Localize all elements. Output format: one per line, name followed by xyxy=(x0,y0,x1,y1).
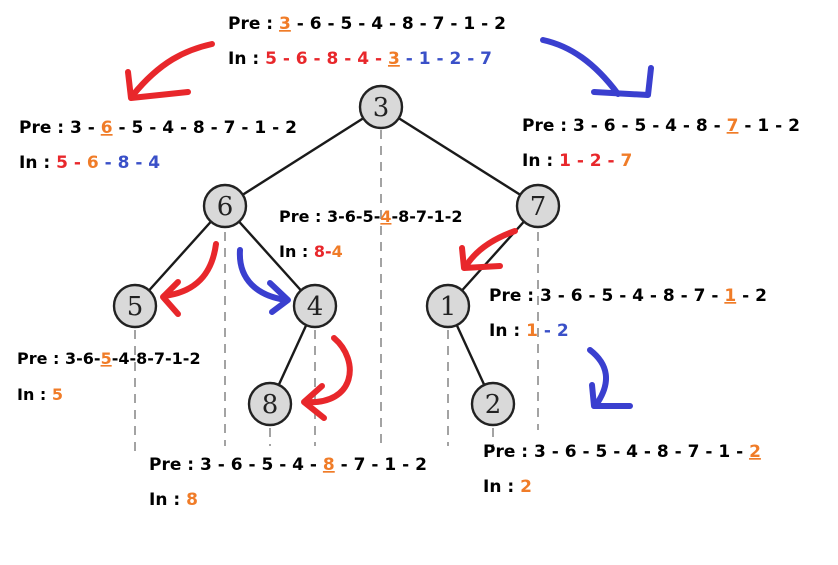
node-7-inorder-label: In : 1 - 2 - 7 xyxy=(522,151,632,171)
tree-node-2: 2 xyxy=(470,381,516,427)
tree-node-6: 6 xyxy=(202,183,248,229)
annotation-node-5: Pre : 3-6-5-4-8-7-1-2 In : 5 xyxy=(17,349,201,404)
svg-text:5: 5 xyxy=(127,292,144,322)
blue-arrow-to-right-subtree-icon xyxy=(540,37,654,98)
node-4-inorder-label: In : 8-4 xyxy=(279,242,343,261)
annotation-node-8: Pre : 3 - 6 - 5 - 4 - 8 - 7 - 1 - 2 In :… xyxy=(149,455,427,510)
node-4-preorder-label: Pre : 3-6-5-4-8-7-1-2 xyxy=(279,207,463,226)
red-arrow-to-left-subtree-icon xyxy=(125,41,215,101)
annotation-node-2: Pre : 3 - 6 - 5 - 4 - 8 - 7 - 1 - 2 In :… xyxy=(483,442,761,497)
tree-node-5: 5 xyxy=(112,283,158,329)
svg-text:6: 6 xyxy=(217,192,234,222)
edge-3-6 xyxy=(224,105,382,208)
tree-node-3: 3 xyxy=(358,84,404,130)
node-7-preorder-label: Pre : 3 - 6 - 5 - 4 - 8 - 7 - 1 - 2 xyxy=(522,116,800,136)
red-arrow-6-to-5-icon xyxy=(160,241,219,317)
annotation-node-7: Pre : 3 - 6 - 5 - 4 - 8 - 7 - 1 - 2 In :… xyxy=(522,116,800,171)
edge-6-4 xyxy=(224,205,316,307)
svg-text:1: 1 xyxy=(440,292,457,322)
tree-node-1: 1 xyxy=(425,283,471,329)
tree-node-8: 8 xyxy=(247,381,293,427)
node-1-inorder-label: In : 1 - 2 xyxy=(489,321,569,341)
node-2-inorder-label: In : 2 xyxy=(483,477,532,497)
annotation-node-6: Pre : 3 - 6 - 5 - 4 - 8 - 7 - 1 - 2 In :… xyxy=(19,118,297,173)
inorder-guide-lines xyxy=(134,130,539,456)
svg-text:7: 7 xyxy=(530,192,547,222)
root-inorder-label: In : 5 - 6 - 8 - 4 - 3 - 1 - 2 - 7 xyxy=(228,49,492,69)
blue-arrow-6-to-4-icon xyxy=(236,247,291,315)
edge-6-5 xyxy=(134,205,226,307)
red-arrow-7-to-1-icon xyxy=(459,228,518,271)
node-6-inorder-label: In : 5 - 6 - 8 - 4 xyxy=(19,153,160,173)
svg-text:3: 3 xyxy=(373,93,390,123)
blue-arrow-1-to-2-icon xyxy=(587,347,633,409)
svg-text:2: 2 xyxy=(485,390,502,420)
node-6-preorder-label: Pre : 3 - 6 - 5 - 4 - 8 - 7 - 1 - 2 xyxy=(19,118,297,138)
hand-drawn-arrows xyxy=(125,37,654,421)
annotation-node-4: Pre : 3-6-5-4-8-7-1-2 In : 8-4 xyxy=(279,207,463,261)
tree-nodes: 3 6 7 5 4 1 8 2 xyxy=(112,84,561,427)
red-arrow-4-to-8-icon xyxy=(301,335,353,421)
edge-3-7 xyxy=(380,105,539,208)
annotation-root: Pre : 3 - 6 - 5 - 4 - 8 - 7 - 1 - 2 In :… xyxy=(228,14,506,69)
node-8-preorder-label: Pre : 3 - 6 - 5 - 4 - 8 - 7 - 1 - 2 xyxy=(149,455,427,475)
edge-7-1 xyxy=(447,205,539,307)
tree-node-4: 4 xyxy=(292,283,338,329)
root-preorder-label: Pre : 3 - 6 - 5 - 4 - 8 - 7 - 1 - 2 xyxy=(228,14,506,34)
node-5-inorder-label: In : 5 xyxy=(17,385,63,404)
svg-text:8: 8 xyxy=(262,390,279,420)
node-2-preorder-label: Pre : 3 - 6 - 5 - 4 - 8 - 7 - 1 - 2 xyxy=(483,442,761,462)
node-5-preorder-label: Pre : 3-6-5-4-8-7-1-2 xyxy=(17,349,201,368)
node-8-inorder-label: In : 8 xyxy=(149,490,198,510)
tree-node-7: 7 xyxy=(515,183,561,229)
svg-text:4: 4 xyxy=(307,292,324,322)
node-1-preorder-label: Pre : 3 - 6 - 5 - 4 - 8 - 7 - 1 - 2 xyxy=(489,286,767,306)
annotation-node-1: Pre : 3 - 6 - 5 - 4 - 8 - 7 - 1 - 2 In :… xyxy=(489,286,767,341)
